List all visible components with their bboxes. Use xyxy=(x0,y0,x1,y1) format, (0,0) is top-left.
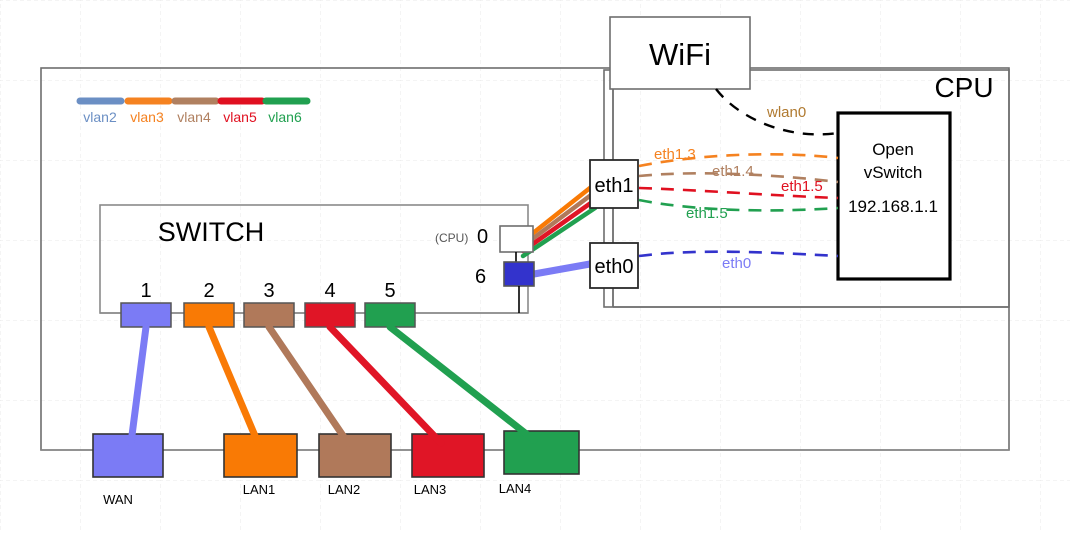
switch-cpu-port-prefix: (CPU) xyxy=(435,231,468,245)
switch-port-5-number: 5 xyxy=(384,280,395,302)
switch-port-4-box xyxy=(304,302,356,328)
open-vswitch-box xyxy=(836,111,952,281)
switch-port6-box xyxy=(503,261,535,287)
open-vswitch-ip-label: 192.168.1.1 xyxy=(848,197,938,216)
eth1-4-link-label: eth1.4 xyxy=(712,163,754,180)
switch-port-3-number: 3 xyxy=(263,280,274,302)
cable-port5-to-lan4 xyxy=(386,323,538,444)
cpu-label: CPU xyxy=(934,72,993,103)
wlan0-link-label: wlan0 xyxy=(766,104,806,121)
trunk-vlan3-line xyxy=(520,181,598,244)
legend-label-vlan3: vlan3 xyxy=(130,109,164,125)
physical-port-label-lan4: LAN4 xyxy=(499,481,532,496)
legend-label-vlan5: vlan5 xyxy=(223,109,257,125)
wifi-label: WiFi xyxy=(649,37,711,72)
switch-cpu-port-number: 0 xyxy=(477,226,488,248)
physical-port-label-lan1: LAN1 xyxy=(243,482,276,497)
physical-port-label-lan3: LAN3 xyxy=(414,482,447,497)
eth1-5-green-link-label: eth1.5 xyxy=(686,205,728,222)
switch-port-2-number: 2 xyxy=(203,280,214,302)
eth1-box xyxy=(589,159,639,209)
eth0-dashed-link xyxy=(638,250,839,258)
wifi-box xyxy=(609,16,751,90)
switch-port-boxes xyxy=(120,302,416,328)
trunk-vlan6-line xyxy=(520,205,598,259)
switch-port-1-box xyxy=(120,302,172,328)
cable-port3-to-lan2 xyxy=(265,323,352,447)
eth1-3-link-label: eth1.3 xyxy=(654,146,696,163)
legend-label-vlan6: vlan6 xyxy=(268,109,302,125)
switch-cpu-port0-box xyxy=(499,225,534,253)
eth1-label: eth1 xyxy=(595,175,634,197)
eth0-link-label: eth0 xyxy=(722,255,751,272)
physical-port-lan2-box xyxy=(318,433,392,478)
switch-port-4-number: 4 xyxy=(324,280,335,302)
trunk-vlan5-line xyxy=(520,197,598,254)
switch-port-3-box xyxy=(243,302,295,328)
switch-label: SWITCH xyxy=(158,217,264,247)
legend-label-vlan2: vlan2 xyxy=(83,109,117,125)
trunk-vlan4-line xyxy=(520,189,598,249)
physical-port-boxes xyxy=(92,430,580,478)
wlan0-dashed-link xyxy=(715,88,839,136)
cable-port2-to-lan1 xyxy=(205,323,262,447)
cable-port1-to-wan xyxy=(127,323,150,447)
physical-port-lan4-box xyxy=(503,430,580,475)
physical-port-lan3-box xyxy=(411,433,485,478)
switch-port-5-box xyxy=(364,302,416,328)
eth1-5-red-link-label: eth1.5 xyxy=(781,178,823,195)
eth1-3-dashed-link xyxy=(638,152,839,168)
open-vswitch-label-line2: vSwitch xyxy=(864,163,923,182)
eth1-4-dashed-link xyxy=(638,172,839,184)
open-vswitch-label-line1: Open xyxy=(872,140,914,159)
cable-port4-to-lan3 xyxy=(326,323,445,447)
physical-port-label-wan: WAN xyxy=(103,492,133,507)
switch-port-1-number: 1 xyxy=(140,280,151,302)
physical-port-label-lan2: LAN2 xyxy=(328,482,361,497)
eth1-5-red-dashed-link xyxy=(638,186,839,200)
switch-port6-number: 6 xyxy=(475,266,486,288)
switch-port-2-box xyxy=(183,302,235,328)
eth0-label: eth0 xyxy=(595,256,634,278)
eth0-box xyxy=(589,242,639,289)
legend-label-vlan4: vlan4 xyxy=(177,109,211,125)
port6-to-eth0-line xyxy=(530,260,594,278)
eth1-5-green-dashed-link xyxy=(638,198,839,212)
